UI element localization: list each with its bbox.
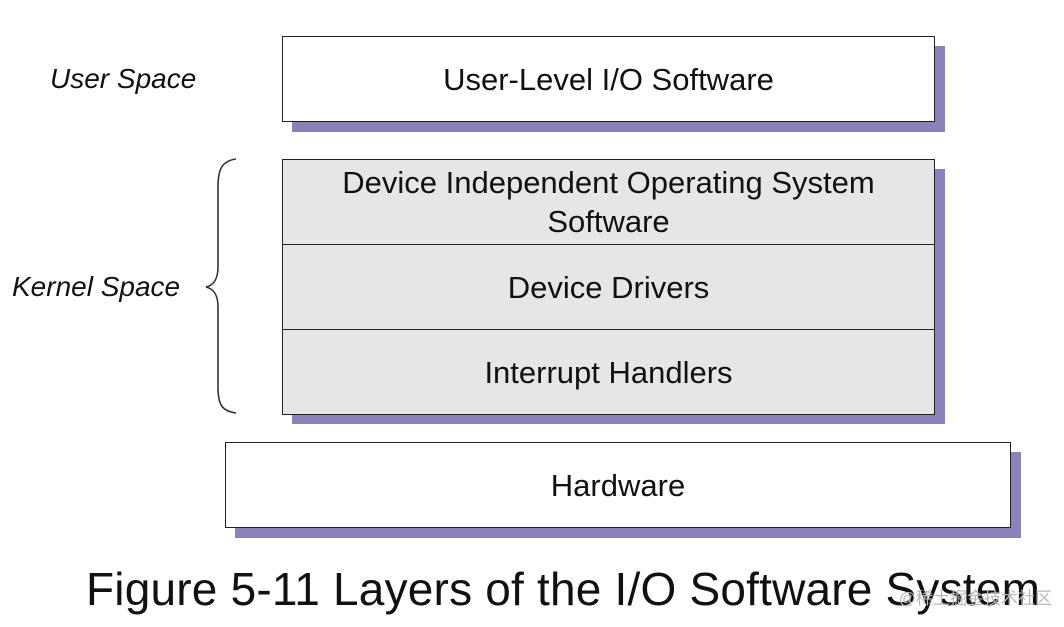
watermark: @稀土掘金技术社区 xyxy=(898,589,1052,608)
device-drivers-layer: Device Drivers xyxy=(282,244,935,330)
hardware-layer-label: Hardware xyxy=(550,467,686,503)
device-drivers-layer-label: Device Drivers xyxy=(507,269,710,305)
device-independent-layer: Device Independent Operating System Soft… xyxy=(282,159,935,245)
user-level-layer-label: User-Level I/O Software xyxy=(443,61,774,97)
device-independent-layer-label: Device Independent Operating System Soft… xyxy=(342,165,875,239)
interrupt-handlers-layer: Interrupt Handlers xyxy=(282,329,935,415)
hardware-layer: Hardware xyxy=(225,442,1011,528)
user-level-layer: User-Level I/O Software xyxy=(282,36,935,122)
interrupt-handlers-layer-label: Interrupt Handlers xyxy=(484,354,733,390)
kernel-space-brace-icon xyxy=(205,158,237,414)
user-space-label: User Space xyxy=(50,63,197,94)
figure-caption: Figure 5-11 Layers of the I/O Software S… xyxy=(86,563,1041,615)
kernel-space-label: Kernel Space xyxy=(12,271,181,302)
